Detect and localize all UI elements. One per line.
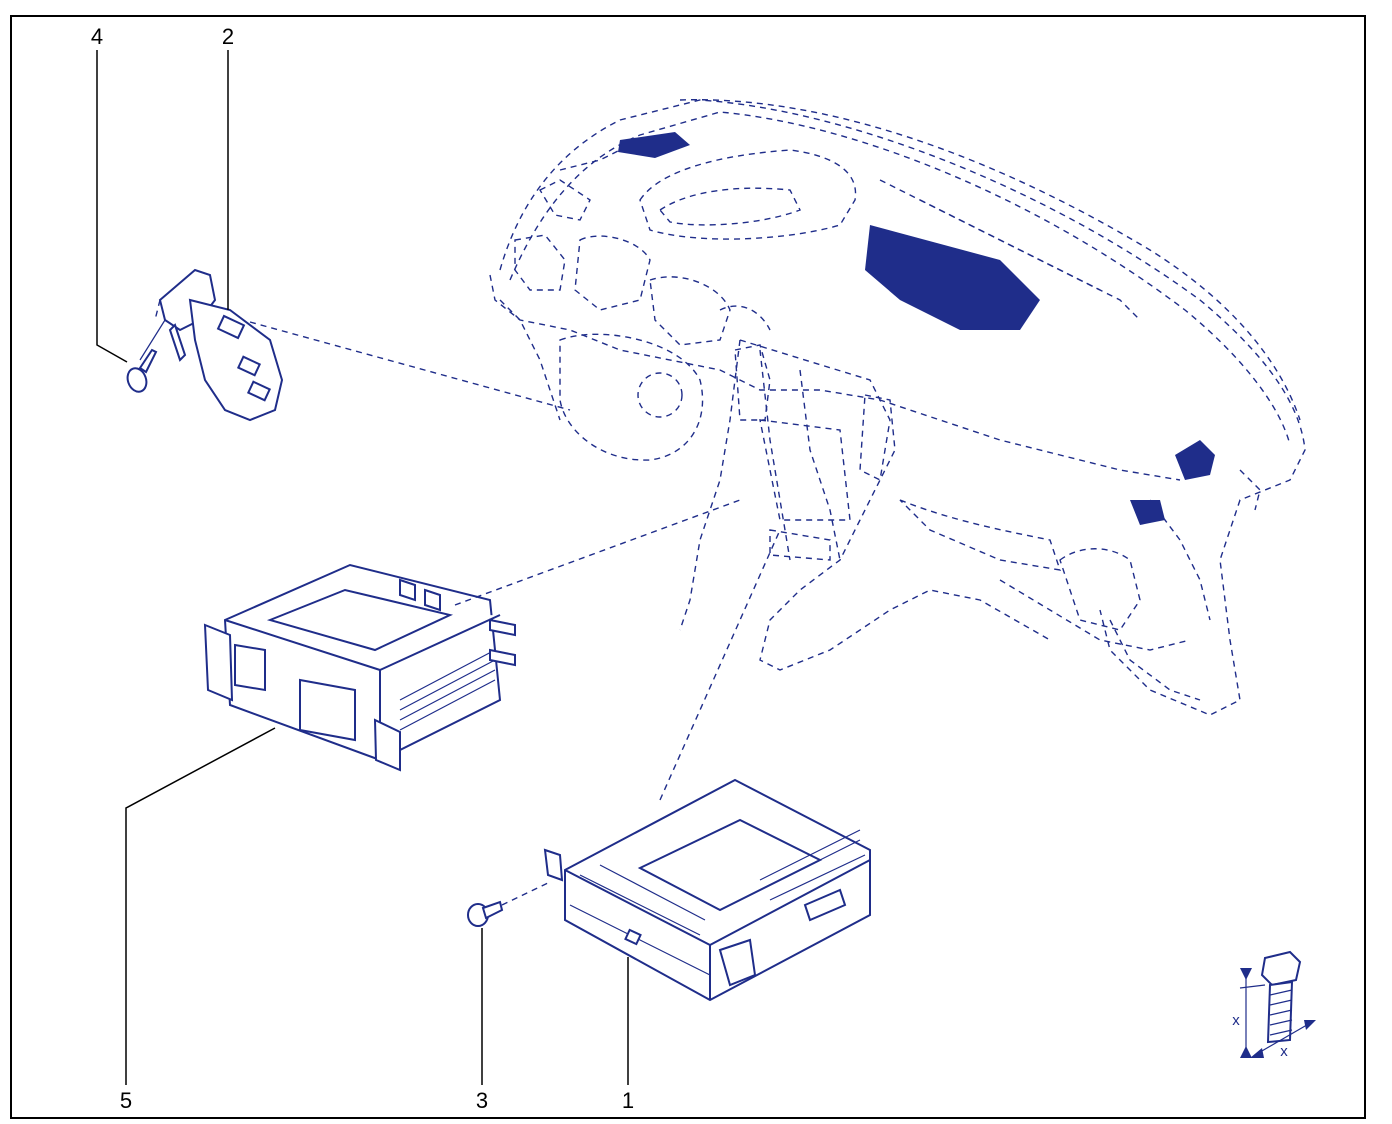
torque-label-x-diagonal: x [1280, 1043, 1288, 1060]
assembly-line-2 [249, 321, 571, 411]
leader-4 [96, 50, 128, 363]
dashboard-assembly [489, 99, 1306, 716]
callout-1: 1 [622, 1088, 634, 1113]
switch-block [1130, 500, 1165, 525]
speaker-grille [865, 225, 1040, 330]
part-4-screw [126, 348, 158, 393]
torque-symbol-icon: x x [1232, 950, 1316, 1060]
callout-5: 5 [120, 1088, 132, 1113]
torque-label-x-vertical: x [1232, 1012, 1240, 1029]
side-speaker [1175, 440, 1215, 480]
part-3-screw [467, 881, 551, 927]
drawing-frame [10, 15, 1366, 1119]
assembly-line-5 [454, 499, 741, 606]
callout-2: 2 [222, 24, 234, 49]
assembly-line-1 [659, 529, 781, 801]
leader-5 [125, 727, 276, 1085]
part-1-head-unit [543, 778, 871, 1002]
callout-4: 4 [91, 24, 103, 49]
assembly-line-4 [154, 299, 161, 321]
part-2-remote-control [139, 268, 284, 422]
callout-3: 3 [476, 1088, 488, 1113]
defrost-vent-left [618, 132, 690, 158]
part-5-module [203, 563, 516, 772]
